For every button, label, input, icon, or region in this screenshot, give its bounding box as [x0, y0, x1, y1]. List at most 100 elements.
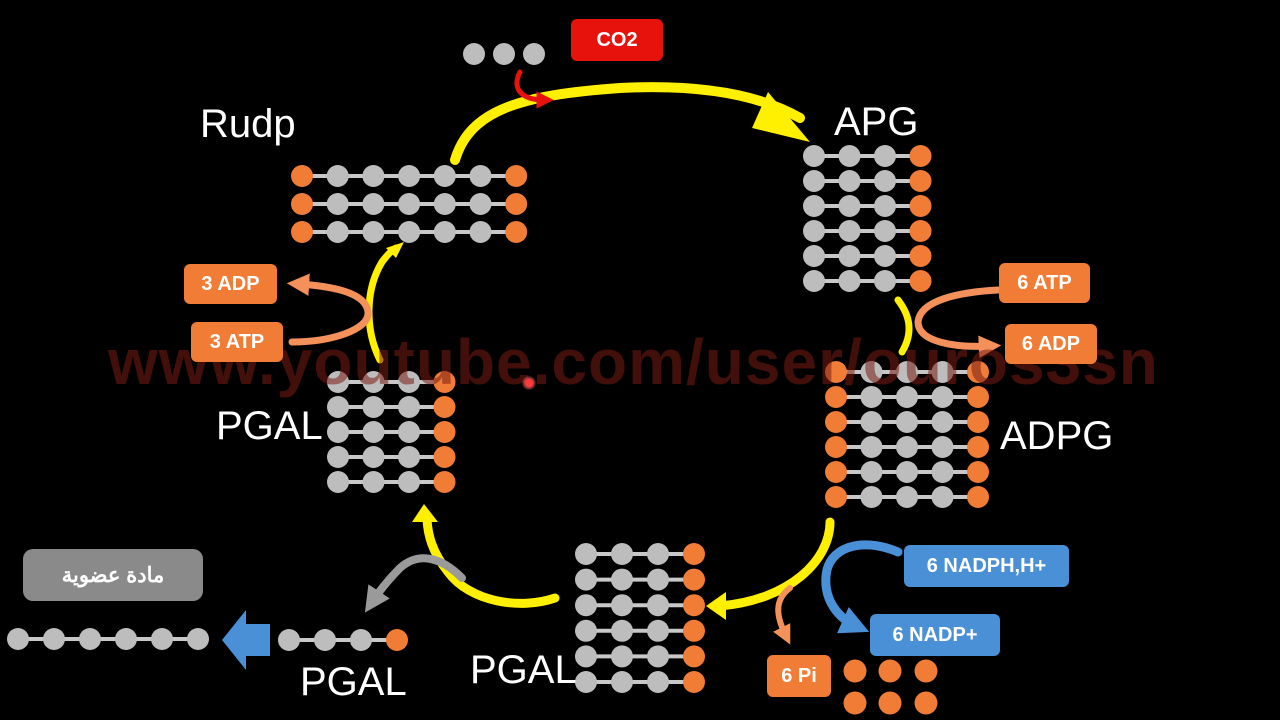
co2-arrow [514, 69, 554, 109]
arrowhead-pgal-left [412, 504, 438, 522]
pgal-bottom-molecule [575, 671, 705, 693]
phosphate-atom [505, 193, 528, 215]
phosphate-atom [909, 270, 932, 292]
carbon-atom [362, 371, 385, 393]
organic-output-arrow [364, 554, 466, 613]
phosphate-atom [843, 659, 867, 683]
phosphate-atom [914, 659, 938, 683]
phosphate-atom [909, 195, 932, 217]
phosphate-atom [683, 568, 705, 591]
carbon-atom [327, 446, 349, 468]
pgal-left-molecule [327, 396, 456, 418]
carbon-atom [874, 220, 896, 242]
phosphate-atom [291, 165, 313, 187]
apg-molecule [803, 195, 932, 217]
chip-6-atp: 6 ATP [999, 263, 1090, 303]
carbon-atom [79, 628, 101, 650]
carbon-atom [493, 43, 515, 65]
carbon-atom [803, 245, 825, 267]
pgal-bottom-molecule [575, 645, 705, 668]
carbon-atom [860, 361, 883, 383]
carbon-atom [362, 221, 385, 243]
phosphate-atom [505, 165, 528, 187]
carbon-atom [803, 170, 825, 192]
pi-arrow [773, 585, 793, 645]
carbon-atom [860, 461, 883, 483]
phosphate-atom [683, 594, 705, 617]
carbon-atom [838, 245, 861, 267]
carbon-atom [398, 396, 420, 418]
carbon-atom [647, 568, 669, 591]
carbon-atom [647, 619, 669, 642]
phosphate-atom [967, 436, 989, 458]
phosphate-atom [878, 691, 902, 715]
phosphate-atom [433, 396, 456, 418]
carbon-atom [575, 645, 597, 668]
phosphate-atom [967, 361, 989, 383]
phosphate-atom [967, 486, 989, 508]
phosphate-atom [825, 386, 847, 408]
arrow-pgal-to-rudp [365, 244, 400, 364]
label-adpg: ADPG [1000, 414, 1114, 458]
carbon-atom [931, 486, 954, 508]
phosphate-atom [825, 461, 847, 483]
carbon-atom [362, 446, 385, 468]
carbon-atom [362, 471, 385, 493]
carbon-atom [575, 619, 597, 642]
carbon-atom [647, 543, 669, 565]
carbon-atom [433, 193, 456, 215]
carbon-atom [931, 386, 954, 408]
carbon-atom [469, 165, 492, 187]
arrow-rudp-to-apg [450, 82, 805, 165]
arrow-adpg-to-pgal-bottom [715, 517, 835, 611]
phosphate-atom [909, 170, 932, 192]
carbon-atom [611, 645, 633, 668]
adpg-molecule [825, 461, 989, 483]
carbon-atom [350, 629, 372, 651]
carbon-atom [43, 628, 65, 650]
pgal-left-molecule [327, 421, 456, 443]
carbon-atom [151, 628, 173, 650]
carbon-atom [575, 671, 597, 693]
carbon-atom [838, 195, 861, 217]
carbon-atom [803, 220, 825, 242]
carbon-atom [433, 165, 456, 187]
apg-molecule [803, 170, 932, 192]
carbon-atom [838, 145, 861, 167]
carbon-atom [326, 221, 349, 243]
phosphate-atom [825, 486, 847, 508]
carbon-atom [931, 461, 954, 483]
phosphate-atom [433, 371, 456, 393]
carbon-atom [611, 594, 633, 617]
nadph-arrow [821, 540, 903, 634]
phosphate-atom [683, 671, 705, 693]
carbon-atom [433, 221, 456, 243]
phosphate-atom [914, 691, 938, 715]
apg-molecule [803, 245, 932, 267]
carbon-atom [326, 165, 349, 187]
carbon-atom [896, 461, 918, 483]
phosphate-atom [683, 543, 705, 565]
phosphate-atom [683, 645, 705, 668]
carbon-atom [362, 396, 385, 418]
pgal-bottom-molecule [575, 568, 705, 591]
carbon-atom [469, 193, 492, 215]
organic-matter-molecule [7, 628, 209, 650]
phosphate-atom [505, 221, 528, 243]
carbon-atom [314, 629, 336, 651]
pgal-out-molecule [278, 629, 408, 651]
carbon-atom [398, 446, 420, 468]
apg-molecule [803, 220, 932, 242]
chip-co2: CO2 [571, 19, 663, 61]
carbon-atom [575, 568, 597, 591]
carbon-atom [463, 43, 485, 65]
carbon-atom [398, 193, 421, 215]
carbon-atom [187, 628, 209, 650]
pgal-bottom-molecule [575, 619, 705, 642]
phosphate-atom [909, 245, 932, 267]
carbon-atom [931, 436, 954, 458]
phosphate-atom [967, 386, 989, 408]
rudp-molecule [291, 221, 528, 243]
chip-3-atp: 3 ATP [191, 322, 283, 362]
